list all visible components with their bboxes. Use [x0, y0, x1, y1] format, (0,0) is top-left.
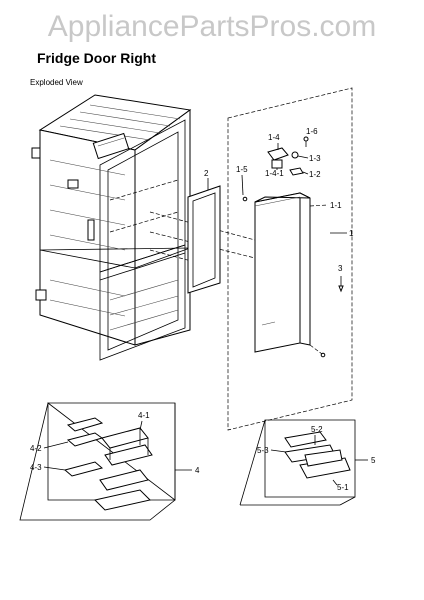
- door-assembly-frame: [227, 87, 353, 431]
- callout-5: 5: [371, 456, 376, 465]
- callout-5-2: 5-2: [311, 425, 323, 434]
- page-title: Fridge Door Right: [37, 50, 156, 66]
- door-callouts: 1-6 1-4 1-3 1-2 1-4-1 1-5 1-1 1 3: [236, 127, 354, 293]
- callout-4-2: 4-2: [30, 444, 42, 453]
- fridge-door-right: [242, 192, 326, 358]
- refrigerator-cabinet: [31, 94, 256, 361]
- callout-1-4-1: 1-4-1: [265, 169, 284, 178]
- door-gasket: 2: [187, 169, 221, 294]
- bin-assembly-group: 5-2 5-3 5 5-1: [239, 419, 376, 506]
- callout-5-3: 5-3: [257, 446, 269, 455]
- callout-1-5: 1-5: [236, 165, 248, 174]
- callout-1-3: 1-3: [309, 154, 321, 163]
- callout-3: 3: [338, 264, 343, 273]
- view-subtitle: Exploded View: [30, 78, 83, 87]
- callout-1-1: 1-1: [330, 201, 342, 210]
- callout-1: 1: [349, 229, 354, 238]
- door-bins-group: 4-1 4-2 4-3 4: [19, 402, 200, 521]
- callout-1-4: 1-4: [268, 133, 280, 142]
- callout-4: 4: [195, 466, 200, 475]
- callout-4-3: 4-3: [30, 463, 42, 472]
- callout-2: 2: [204, 169, 209, 178]
- watermark: AppliancePartsPros.com: [47, 10, 377, 43]
- callout-5-1: 5-1: [337, 483, 349, 492]
- callout-4-1: 4-1: [138, 411, 150, 420]
- hinge-cap-assembly: [267, 136, 309, 176]
- callout-1-2: 1-2: [309, 170, 321, 179]
- callout-1-6: 1-6: [306, 127, 318, 136]
